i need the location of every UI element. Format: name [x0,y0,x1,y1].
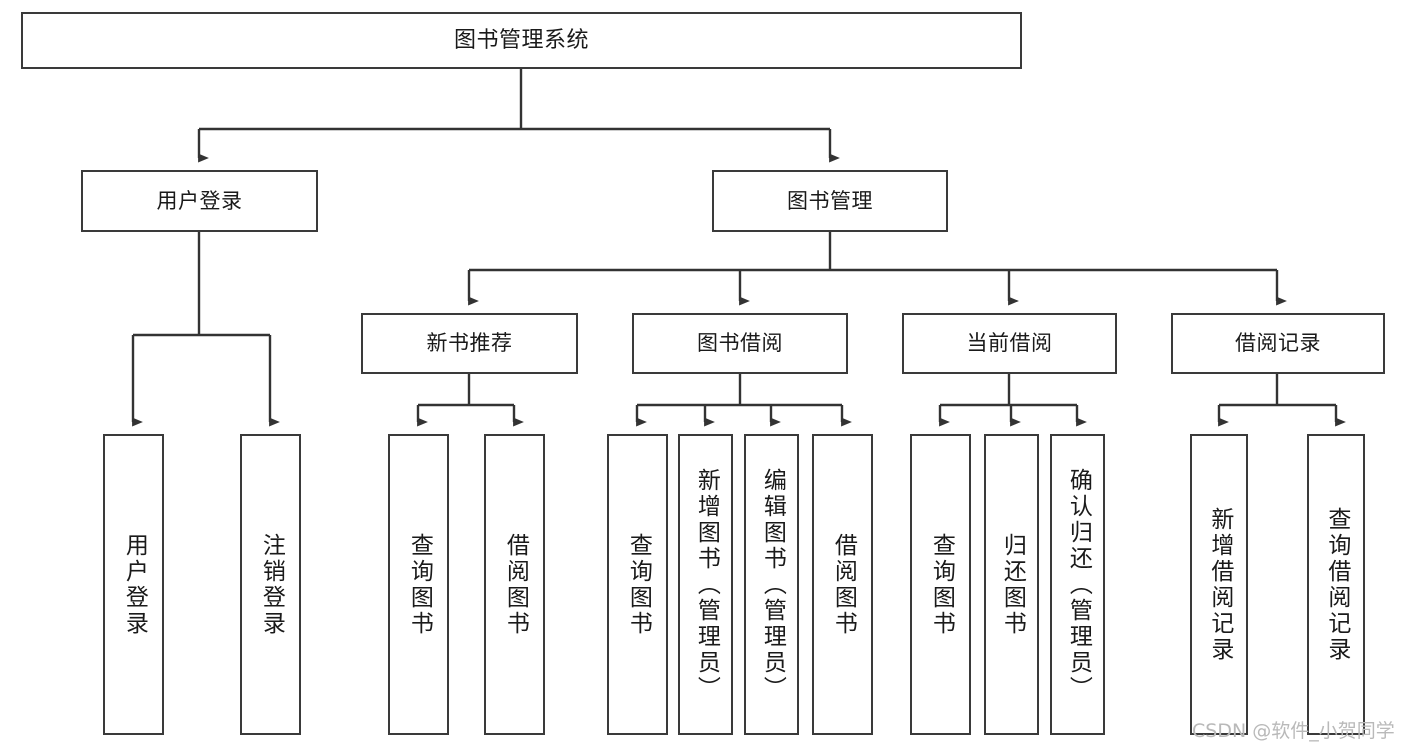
node-root-label: 图书管理系统 [453,27,589,53]
node-leaf-add-record[interactable]: 新增借阅记录 [1190,434,1248,735]
node-book-borrow[interactable]: 图书借阅 [632,313,848,374]
node-leaf-add-book[interactable]: 新增图书（管理员） [678,434,733,735]
node-borrow-record[interactable]: 借阅记录 [1171,313,1385,374]
node-book-borrow-label: 图书借阅 [697,331,783,356]
node-root[interactable]: 图书管理系统 [21,12,1022,69]
node-leaf-add-book-label: 新增图书（管理员） [693,467,720,702]
node-leaf-add-record-label: 新增借阅记录 [1206,506,1233,663]
watermark: CSDN @软件_小贺同学 [1192,720,1395,742]
node-leaf-return-book[interactable]: 归还图书 [984,434,1039,735]
node-leaf-borrow-book-1-label: 借阅图书 [502,532,529,637]
node-leaf-user-login[interactable]: 用户登录 [103,434,164,735]
node-new-book-recommend-label: 新书推荐 [426,331,513,356]
node-current-borrow-label: 当前借阅 [966,331,1053,356]
node-leaf-query-record-label: 查询借阅记录 [1323,506,1350,663]
node-current-borrow[interactable]: 当前借阅 [902,313,1117,374]
node-leaf-query-book-1[interactable]: 查询图书 [388,434,449,735]
node-leaf-query-record[interactable]: 查询借阅记录 [1307,434,1365,735]
node-leaf-borrow-book-2[interactable]: 借阅图书 [812,434,873,735]
node-leaf-confirm-return[interactable]: 确认归还（管理员） [1050,434,1105,735]
node-leaf-query-book-3[interactable]: 查询图书 [910,434,971,735]
node-user-login-label: 用户登录 [156,188,243,213]
node-leaf-query-book-2[interactable]: 查询图书 [607,434,668,735]
node-leaf-query-book-2-label: 查询图书 [625,532,652,637]
node-borrow-record-label: 借阅记录 [1235,331,1321,356]
node-leaf-query-book-3-label: 查询图书 [928,532,955,637]
node-leaf-user-logout-label: 注销登录 [258,532,285,637]
node-leaf-confirm-return-label: 确认归还（管理员） [1065,467,1092,702]
node-new-book-recommend[interactable]: 新书推荐 [361,313,578,374]
node-leaf-user-logout[interactable]: 注销登录 [240,434,301,735]
node-leaf-edit-book[interactable]: 编辑图书（管理员） [744,434,799,735]
node-leaf-borrow-book-1[interactable]: 借阅图书 [484,434,545,735]
node-book-manage-label: 图书管理 [787,188,873,213]
node-leaf-edit-book-label: 编辑图书（管理员） [759,467,786,702]
node-leaf-query-book-1-label: 查询图书 [406,532,433,637]
node-book-manage[interactable]: 图书管理 [712,170,948,232]
node-leaf-user-login-label: 用户登录 [121,532,148,637]
node-user-login[interactable]: 用户登录 [81,170,318,232]
node-leaf-return-book-label: 归还图书 [999,532,1026,637]
node-leaf-borrow-book-2-label: 借阅图书 [830,532,857,637]
